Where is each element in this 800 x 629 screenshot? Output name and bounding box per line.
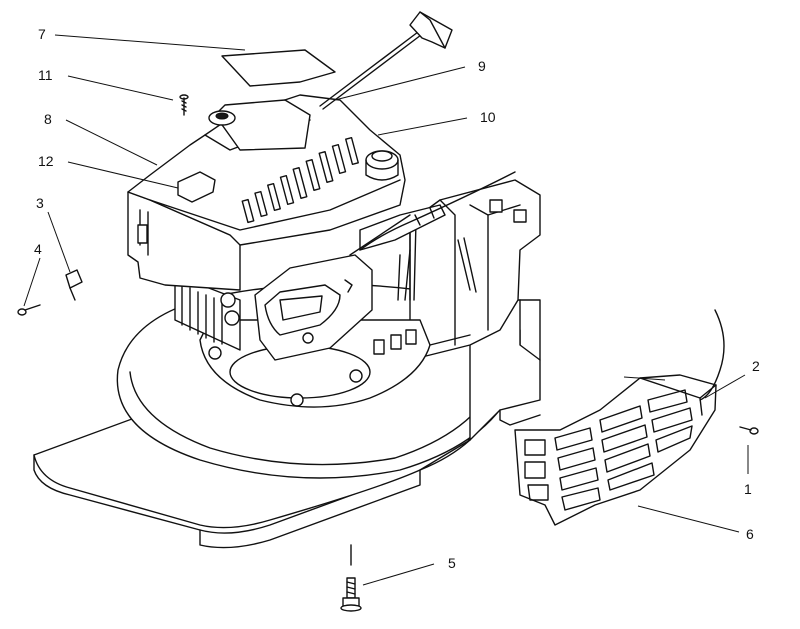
callout-10: 10 bbox=[480, 109, 496, 125]
cover-plug-part bbox=[177, 171, 216, 203]
leader-guide bbox=[623, 376, 666, 381]
leader-8 bbox=[65, 119, 158, 166]
engine-shroud bbox=[127, 94, 446, 291]
leader-3 bbox=[47, 211, 71, 273]
decal-part bbox=[221, 49, 336, 87]
callout-11: 11 bbox=[38, 67, 53, 83]
callout-8: 8 bbox=[44, 111, 52, 127]
leader-10 bbox=[377, 117, 468, 136]
engine-mount bbox=[199, 319, 471, 408]
screw-4-part bbox=[17, 304, 41, 316]
screw-11-part bbox=[179, 94, 189, 116]
callout-5: 5 bbox=[448, 555, 456, 571]
muffler bbox=[254, 254, 373, 361]
callout-2: 2 bbox=[752, 358, 760, 374]
shroud-vents bbox=[241, 136, 359, 224]
leader-2 bbox=[704, 374, 746, 399]
callout-3: 3 bbox=[36, 195, 44, 211]
callout-1: 1 bbox=[744, 481, 752, 497]
clip-3-part bbox=[65, 269, 83, 301]
callout-6: 6 bbox=[746, 526, 754, 542]
bolt-5-part bbox=[340, 544, 362, 612]
grass-deflector-part bbox=[514, 309, 725, 526]
throttle-cable-part bbox=[319, 11, 453, 110]
callout-12: 12 bbox=[38, 153, 54, 169]
rear-housing bbox=[409, 179, 541, 361]
leader-7 bbox=[54, 34, 246, 51]
leader-11 bbox=[67, 75, 174, 101]
callout-7: 7 bbox=[38, 26, 46, 42]
leader-4 bbox=[23, 257, 41, 307]
leader-6 bbox=[637, 505, 740, 533]
leader-5 bbox=[362, 563, 435, 586]
deflector-grille bbox=[524, 389, 693, 511]
callout-9: 9 bbox=[478, 58, 486, 74]
leader-12 bbox=[67, 161, 179, 189]
cylinder bbox=[174, 274, 241, 351]
leader-9 bbox=[334, 66, 466, 101]
control-cable-part bbox=[349, 171, 516, 301]
screw-1-part bbox=[739, 426, 759, 435]
callout-4: 4 bbox=[34, 241, 42, 257]
leader-lines bbox=[23, 34, 749, 586]
callout-labels: 7 11 8 12 3 4 9 10 2 1 6 5 bbox=[34, 26, 760, 571]
